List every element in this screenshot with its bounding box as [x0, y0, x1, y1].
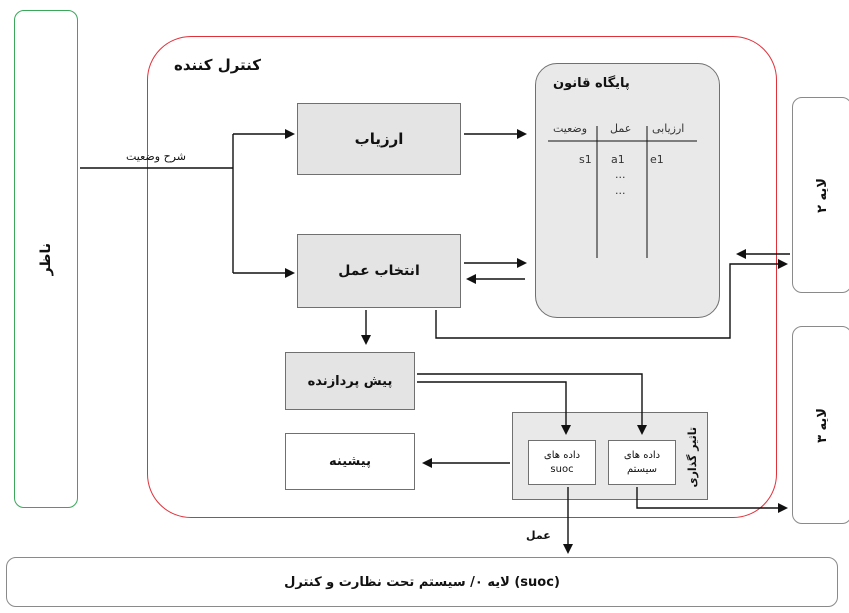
layer-2-panel: لایه ۲ [792, 97, 849, 293]
kb-cell-s1: s1 [579, 153, 592, 166]
layer-0-label: لایه ۰/ سیستم تحت نظارت و کنترل (suoc) [284, 574, 560, 590]
action-edge-label: عمل [526, 529, 551, 542]
wire-action-layer2 [435, 259, 788, 339]
knowledge-base [535, 63, 720, 318]
wire-system-layer3 [636, 487, 788, 513]
kb-col-state: وضعیت [553, 122, 588, 135]
history-label: پیشینه [329, 454, 371, 469]
system-data-block: داده های سیستم [608, 440, 676, 485]
layer-0-panel: لایه ۰/ سیستم تحت نظارت و کنترل (suoc) [6, 557, 838, 607]
wire-pre-system [417, 373, 647, 435]
history-block: پیشینه [285, 433, 415, 490]
evaluator-label: ارزیاب [354, 130, 404, 148]
controller-box [147, 36, 777, 518]
wire-pre-suoc [417, 381, 571, 435]
system-data-line2: سیستم [627, 463, 657, 475]
system-data-line1: داده های [623, 449, 661, 461]
action-select-label: انتخاب عمل [338, 263, 420, 279]
kb-cell-a1: a1 [611, 153, 625, 166]
evaluator-block: ارزیاب [297, 103, 461, 175]
suoc-data-line1: داده های [543, 449, 581, 461]
action-select-block: انتخاب عمل [297, 234, 461, 308]
preprocessor-block: پیش پردازنده [285, 352, 415, 410]
suoc-data-block: داده های suoc [528, 440, 596, 485]
kb-cell-e1: e1 [650, 153, 664, 166]
suoc-data-line2: suoc [550, 463, 574, 475]
observer-panel: ناظر [14, 10, 78, 508]
controller-title: کنترل کننده [174, 56, 262, 74]
knowledge-base-title: پایگاه قانون [553, 76, 630, 91]
kb-col-evaluation: ارزیابی [652, 122, 685, 135]
layer-3-panel: لایه ۳ [792, 326, 849, 524]
kb-ellipsis-2: ... [615, 184, 626, 197]
kb-col-action: عمل [610, 122, 632, 135]
state-desc-label: شرح وضعیت [126, 150, 186, 163]
preprocessor-label: پیش پردازنده [307, 373, 393, 389]
kb-ellipsis-1: ... [615, 168, 626, 181]
